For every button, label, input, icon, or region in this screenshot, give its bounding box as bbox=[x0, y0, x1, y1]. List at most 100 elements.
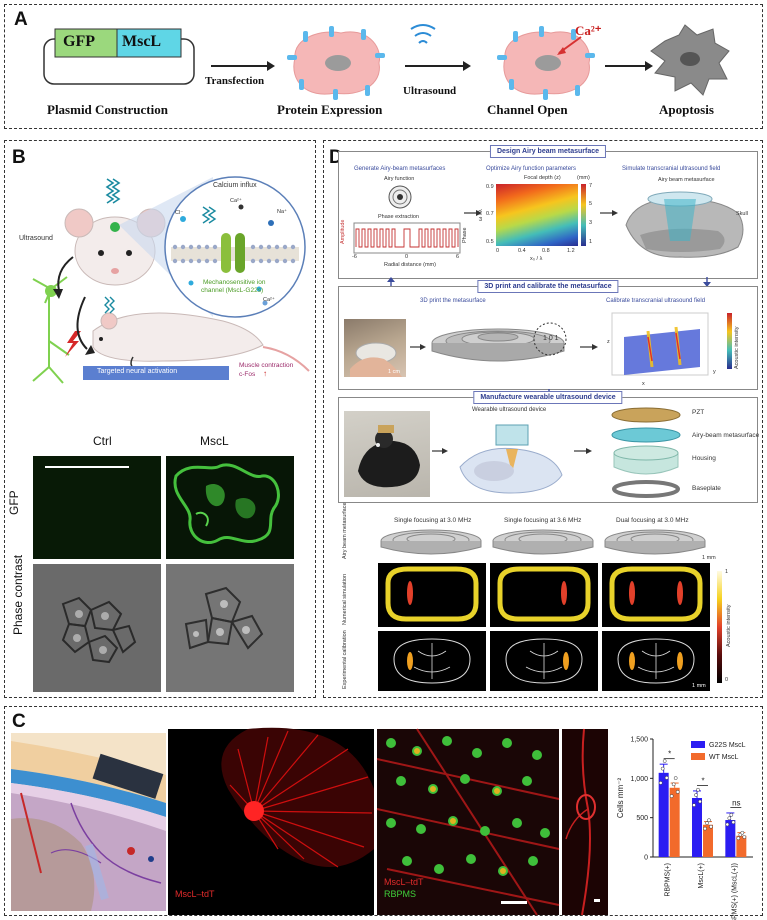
flatmount-label: MscL–tdT bbox=[175, 889, 215, 899]
numerical-sim-3 bbox=[602, 563, 710, 627]
phase-extraction-label: Phase extraction bbox=[378, 214, 419, 220]
panel-c: C MscL–tdT bbox=[4, 706, 763, 920]
cell-channel-open bbox=[497, 26, 595, 100]
s4-col-1: Single focusing at 3.0 MHz bbox=[394, 517, 472, 524]
data-point bbox=[703, 826, 707, 831]
data-point bbox=[736, 836, 741, 841]
ion-na-label: Na⁺ bbox=[277, 209, 287, 215]
data-point bbox=[660, 766, 665, 771]
significance-label: * bbox=[668, 750, 671, 759]
mscl-phase-image bbox=[166, 564, 294, 692]
apoptotic-cell bbox=[650, 24, 730, 96]
hm-x-tick-04: 0.4 bbox=[518, 248, 526, 254]
arrow-label-ultrasound: Ultrasound bbox=[403, 85, 457, 97]
legend-swatch bbox=[691, 753, 705, 760]
calibration-field-plot bbox=[611, 312, 709, 376]
airy-function-label: Airy function bbox=[384, 176, 415, 182]
s1-sub-generate: Generate Airy-beam metasurfaces bbox=[354, 166, 446, 172]
data-point bbox=[707, 818, 711, 823]
experimental-cal-2 bbox=[490, 631, 598, 691]
up-arrow-icon: ↑ bbox=[263, 369, 267, 378]
section-design-title: Design Airy beam metasurface bbox=[489, 145, 607, 158]
ion-ca2-label: Ca²⁺ bbox=[263, 297, 275, 303]
ctrl-gfp-image bbox=[33, 456, 161, 559]
panel-c-label: C bbox=[12, 711, 26, 732]
arrow-label-transfection: Transfection bbox=[205, 75, 265, 87]
arrow-to-calibration bbox=[580, 344, 598, 350]
wearable-device-illustration bbox=[459, 424, 563, 494]
axis-y: y bbox=[713, 369, 716, 375]
s4-scale-bottom: 1 mm bbox=[692, 683, 706, 689]
s2-sub-calibrate: Calibrate transcranial ultrasound field bbox=[606, 298, 706, 304]
axis-x: x bbox=[642, 381, 645, 387]
metasurface-variant-3 bbox=[604, 529, 706, 555]
hm-y-tick-09: 0.9 bbox=[486, 184, 494, 190]
focal-depth-heatmap bbox=[496, 184, 578, 246]
row-gfp: GFP bbox=[7, 490, 21, 515]
airy-plot bbox=[353, 222, 461, 254]
ion-cl-label: Cl⁻ bbox=[175, 210, 184, 216]
cell-protein-expression bbox=[287, 26, 385, 100]
radial-distance-label: Radial distance (mm) bbox=[384, 262, 436, 268]
arrow-transfection bbox=[211, 61, 275, 71]
col-ctrl: Ctrl bbox=[93, 434, 112, 448]
bar bbox=[725, 820, 736, 857]
bar bbox=[692, 798, 702, 857]
legend-label: WT MscL bbox=[709, 754, 739, 761]
printed-metasurface-photo bbox=[344, 319, 406, 377]
channel-label-2: channel (MscL-G22s) bbox=[201, 287, 264, 294]
hm-y-tick-05: 0.5 bbox=[486, 239, 494, 245]
section-print-title: 3D print and calibrate the metasurface bbox=[477, 280, 619, 293]
significance-label: ns bbox=[732, 798, 740, 807]
arrow-to-parts bbox=[574, 448, 592, 454]
step-channel: Channel Open bbox=[487, 102, 568, 117]
skull-label: Skull bbox=[736, 211, 748, 217]
data-point bbox=[709, 824, 713, 829]
r-tick-neg: -6 bbox=[352, 254, 357, 260]
col-mscl: MscL bbox=[200, 434, 229, 448]
experimental-cal-3 bbox=[602, 631, 710, 691]
ion-ca-label: Ca²⁺ bbox=[230, 198, 242, 204]
calibration-colorbar bbox=[727, 313, 732, 369]
step-protein: Protein Expression bbox=[277, 102, 383, 117]
mouse-wearable-photo bbox=[344, 411, 430, 497]
amplitude-label: Amplitude bbox=[340, 219, 346, 244]
arrow-to-skull bbox=[600, 210, 618, 216]
retina-merge-image bbox=[376, 728, 560, 916]
merge-label-rbpms: RBPMS bbox=[384, 889, 417, 899]
print-scale-label: 1 cm bbox=[388, 369, 400, 375]
cb-tick-5: 5 bbox=[589, 201, 593, 207]
calcium-label: Ca²⁺ bbox=[575, 23, 602, 38]
airy-disk-icon bbox=[388, 185, 412, 209]
data-point bbox=[705, 821, 709, 825]
calcium-influx-label: Calcium influx bbox=[213, 182, 257, 189]
metasurface-variant-1 bbox=[380, 529, 482, 555]
flow-arrow-right-down bbox=[703, 277, 711, 287]
outcome-cfos: c-Fos bbox=[239, 371, 256, 378]
skull-simulation bbox=[625, 191, 744, 258]
targeted-activation-bar bbox=[83, 366, 229, 380]
panel-a-label: A bbox=[14, 9, 28, 30]
axis-z: z bbox=[607, 339, 610, 345]
print-digits: 1 0 1 bbox=[543, 335, 559, 342]
cb-tick-1: 1 bbox=[589, 239, 593, 245]
panel-d: D Design Airy beam metasurface Generate … bbox=[323, 140, 763, 698]
y-tick-label: 1,000 bbox=[630, 776, 648, 783]
mscl-label: MscL bbox=[122, 33, 162, 50]
focal-depth-colorbar bbox=[581, 184, 586, 246]
data-point bbox=[740, 830, 745, 835]
x-tick-label: RBPMS(+) bbox=[665, 863, 672, 897]
eye-cross-section-illustration bbox=[11, 733, 166, 911]
s4-col-3: Dual focusing at 3.0 MHz bbox=[616, 517, 689, 524]
hm-x-tick-08: 0.8 bbox=[542, 248, 550, 254]
step-plasmid: Plasmid Construction bbox=[47, 102, 168, 117]
airy-meta-label: Airy beam metasurface bbox=[658, 177, 715, 183]
cb-tick-7: 7 bbox=[589, 183, 593, 189]
data-point bbox=[669, 794, 674, 798]
data-point bbox=[675, 790, 680, 794]
s1-sub-optimize: Optimize Airy function parameters bbox=[486, 166, 577, 172]
step-apoptosis: Apoptosis bbox=[659, 102, 714, 117]
mouse-ultrasound-illustration bbox=[32, 176, 310, 384]
cb-tick-3: 3 bbox=[589, 220, 593, 226]
